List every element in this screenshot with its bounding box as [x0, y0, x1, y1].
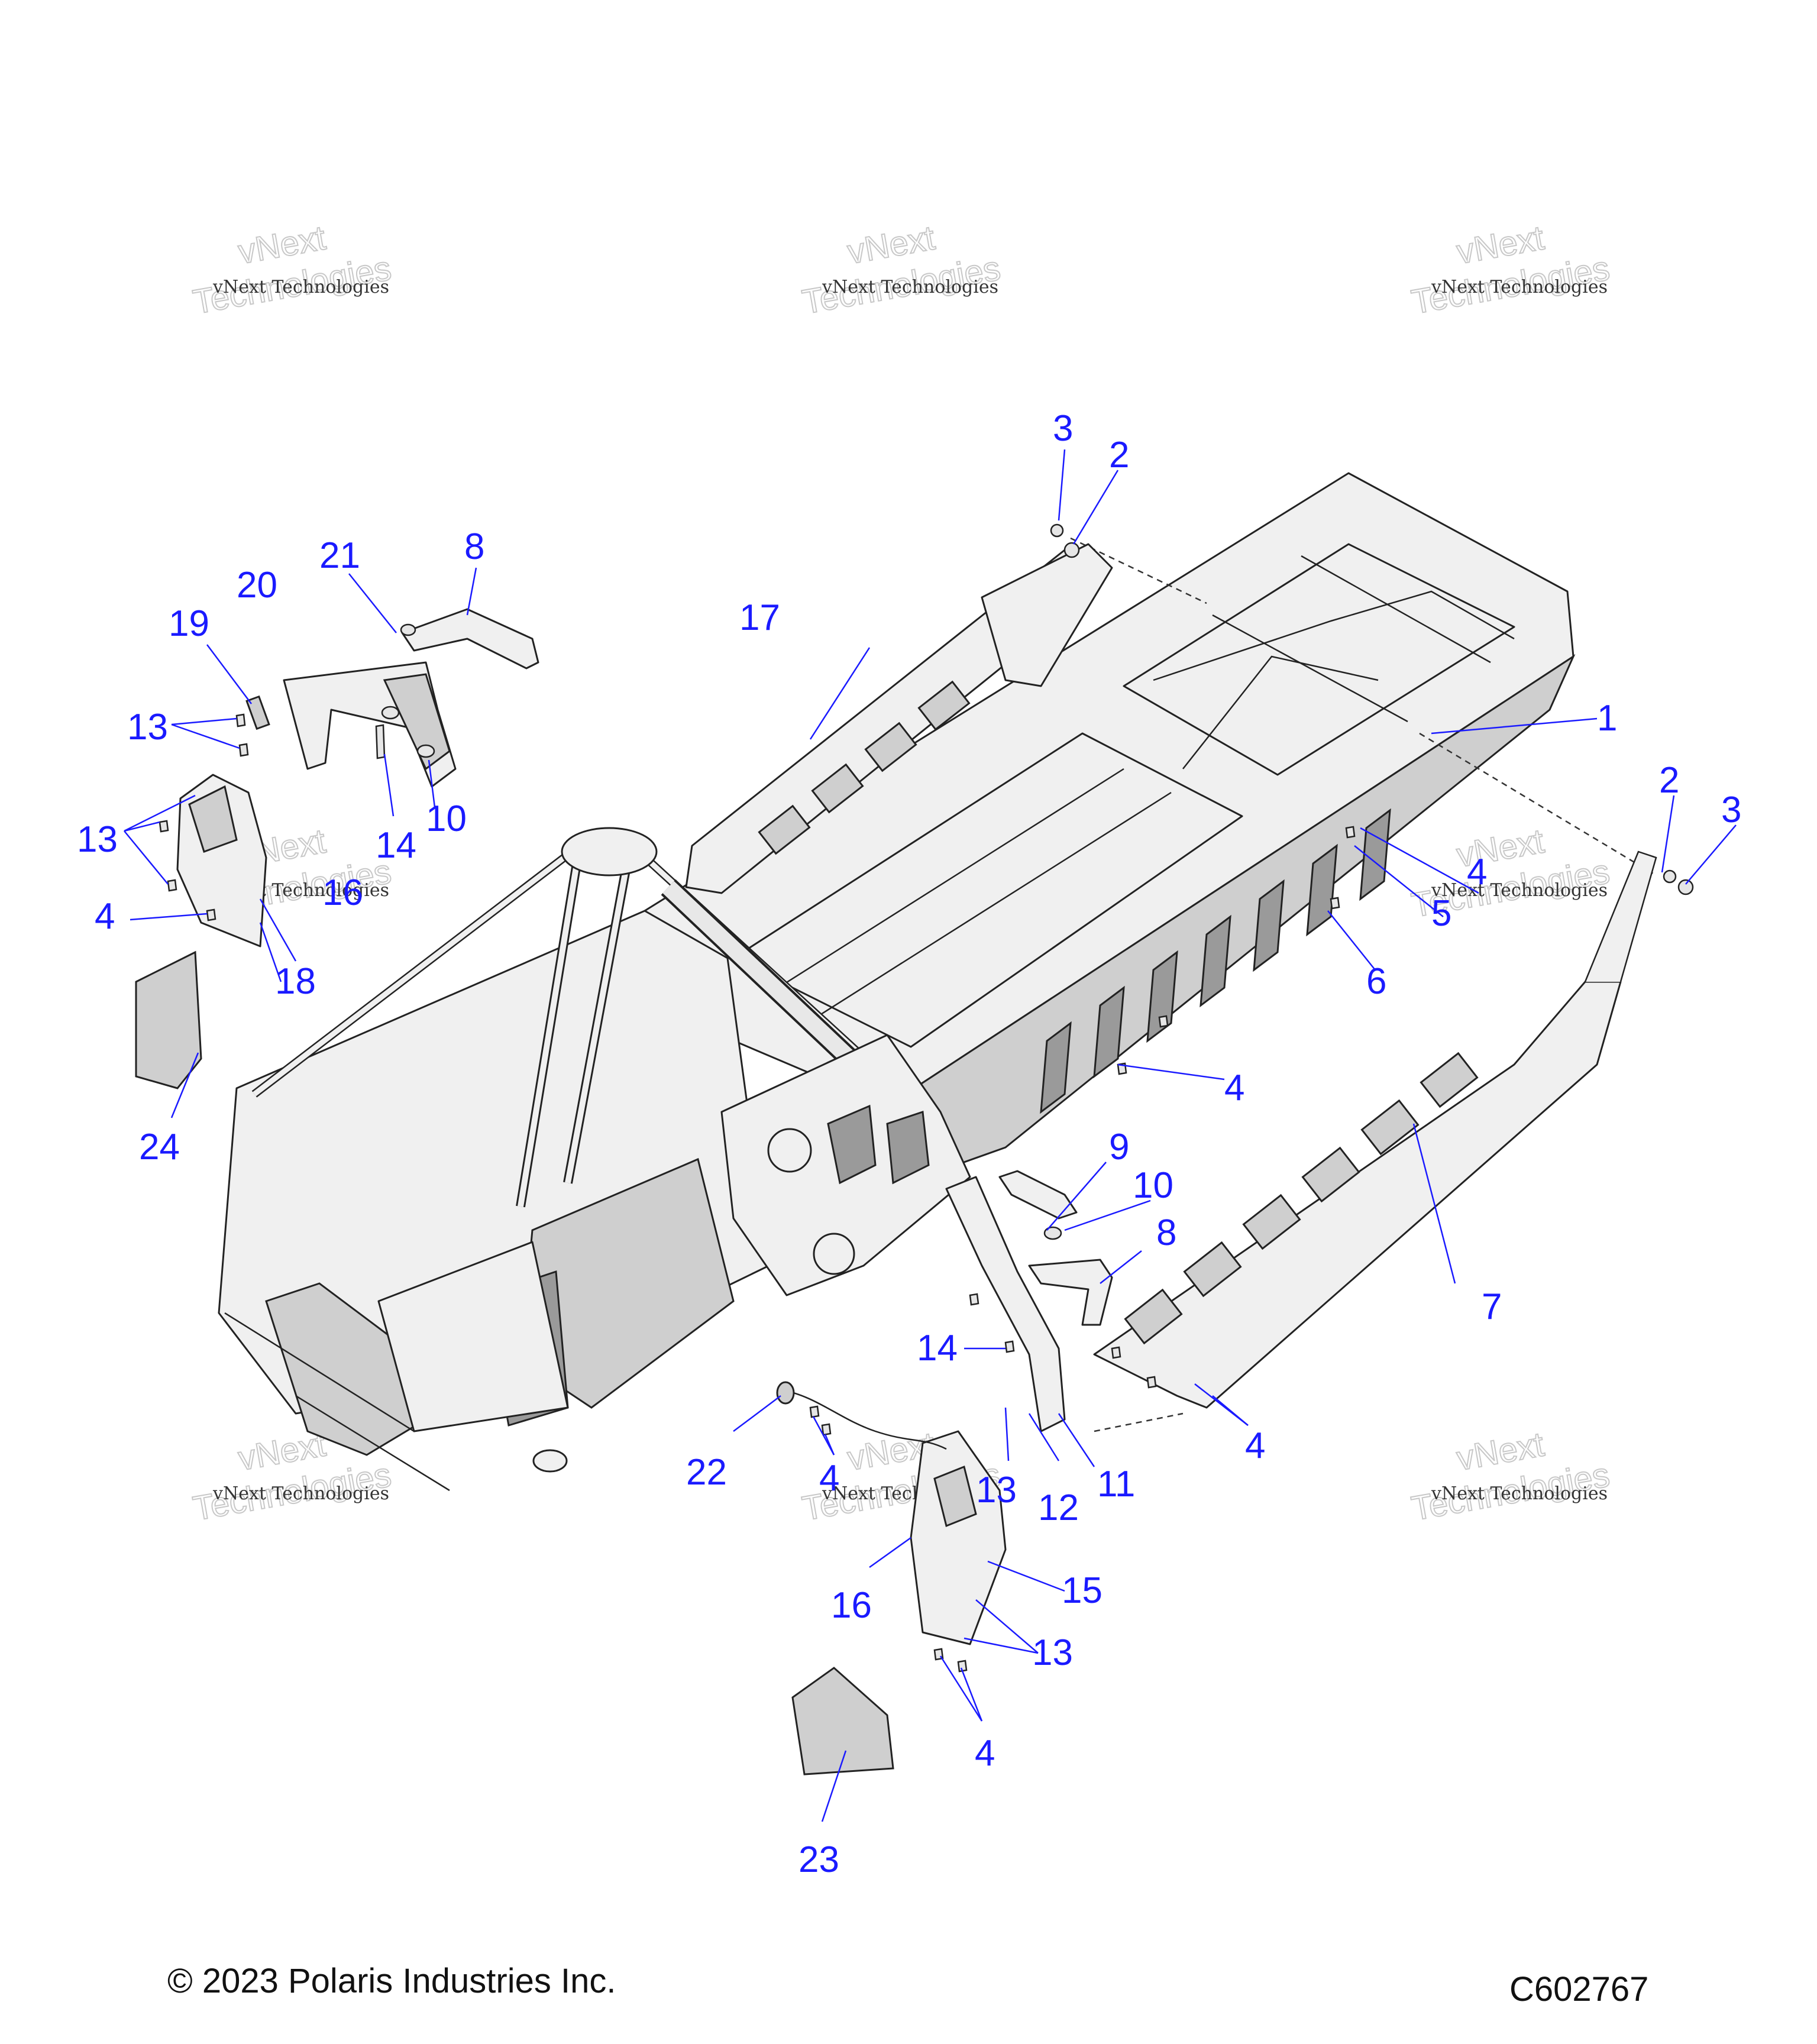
copyright-notice: © 2023 Polaris Industries Inc. [167, 1962, 616, 2000]
svg-text:vNext Technologies: vNext Technologies [1431, 880, 1608, 901]
figure-code: C602767 [1509, 1970, 1649, 2009]
watermark: vNext Technologies vNext Technologies [799, 218, 1004, 322]
callout-2: 2 [1659, 760, 1679, 801]
callout-20: 20 [237, 565, 277, 606]
callout-7: 7 [1482, 1286, 1502, 1327]
callout-8: 8 [1156, 1212, 1176, 1253]
left-bracket-assembly [235, 608, 539, 788]
callout-17: 17 [739, 597, 780, 638]
callout-18: 18 [275, 961, 316, 1002]
callout-21: 21 [319, 535, 360, 576]
callout-14: 14 [376, 825, 416, 866]
callout-8: 8 [464, 526, 484, 567]
callout-13: 13 [1032, 1632, 1073, 1673]
callout-10: 10 [426, 798, 467, 839]
callout-16: 16 [322, 872, 363, 913]
leader-lines [124, 449, 1737, 1822]
callout-11: 11 [1097, 1464, 1135, 1505]
callout-4: 4 [95, 896, 115, 937]
right-running-board [1093, 850, 1657, 1409]
callout-5: 5 [1431, 893, 1451, 934]
left-side-plate [159, 774, 267, 947]
callout-13: 13 [976, 1470, 1017, 1511]
callout-16: 16 [831, 1585, 872, 1626]
svg-text:vNext Technologies: vNext Technologies [822, 277, 998, 297]
callout-4: 4 [1224, 1068, 1244, 1108]
callout-14: 14 [917, 1328, 958, 1369]
callout-4: 4 [975, 1733, 995, 1774]
svg-text:vNext Technologies: vNext Technologies [212, 1483, 389, 1504]
chassis-tunnel [218, 472, 1576, 1492]
callout-24: 24 [139, 1127, 180, 1167]
callout-15: 15 [1062, 1570, 1103, 1611]
left-running-board [685, 543, 1113, 894]
callout-12: 12 [1038, 1487, 1079, 1528]
callout-labels: 1 2 2 3 3 4 4 4 4 4 4 5 6 7 8 8 9 10 10 … [77, 408, 1741, 1880]
watermark: vNext Technologies vNext Technologies [1408, 1424, 1614, 1528]
callout-13: 13 [77, 819, 118, 860]
callout-22: 22 [686, 1452, 727, 1493]
callout-23: 23 [798, 1839, 839, 1880]
callout-6: 6 [1366, 961, 1386, 1002]
callout-3: 3 [1053, 408, 1073, 449]
tunnel-fasteners [1050, 523, 1694, 1389]
callout-10: 10 [1133, 1165, 1173, 1206]
watermark: vNext Technologies vNext Technologies [190, 218, 395, 322]
callout-2: 2 [1109, 435, 1129, 476]
callout-4: 4 [1245, 1425, 1265, 1466]
right-side-plate [776, 1381, 1007, 1673]
svg-text:vNext Technologies: vNext Technologies [212, 277, 389, 297]
callout-13: 13 [127, 707, 168, 748]
callout-19: 19 [169, 603, 209, 644]
svg-text:vNext Technologies: vNext Technologies [1431, 277, 1608, 297]
callout-4: 4 [819, 1458, 839, 1499]
callout-9: 9 [1109, 1127, 1129, 1167]
watermark: vNext Technologies vNext Technologies [1408, 218, 1614, 322]
right-cover-pad [791, 1667, 894, 1775]
callout-4: 4 [1467, 852, 1487, 892]
svg-text:vNext Technologies: vNext Technologies [1431, 1483, 1608, 1504]
right-bracket-assembly [945, 1170, 1113, 1432]
callout-3: 3 [1721, 790, 1741, 830]
callout-1: 1 [1597, 698, 1617, 739]
